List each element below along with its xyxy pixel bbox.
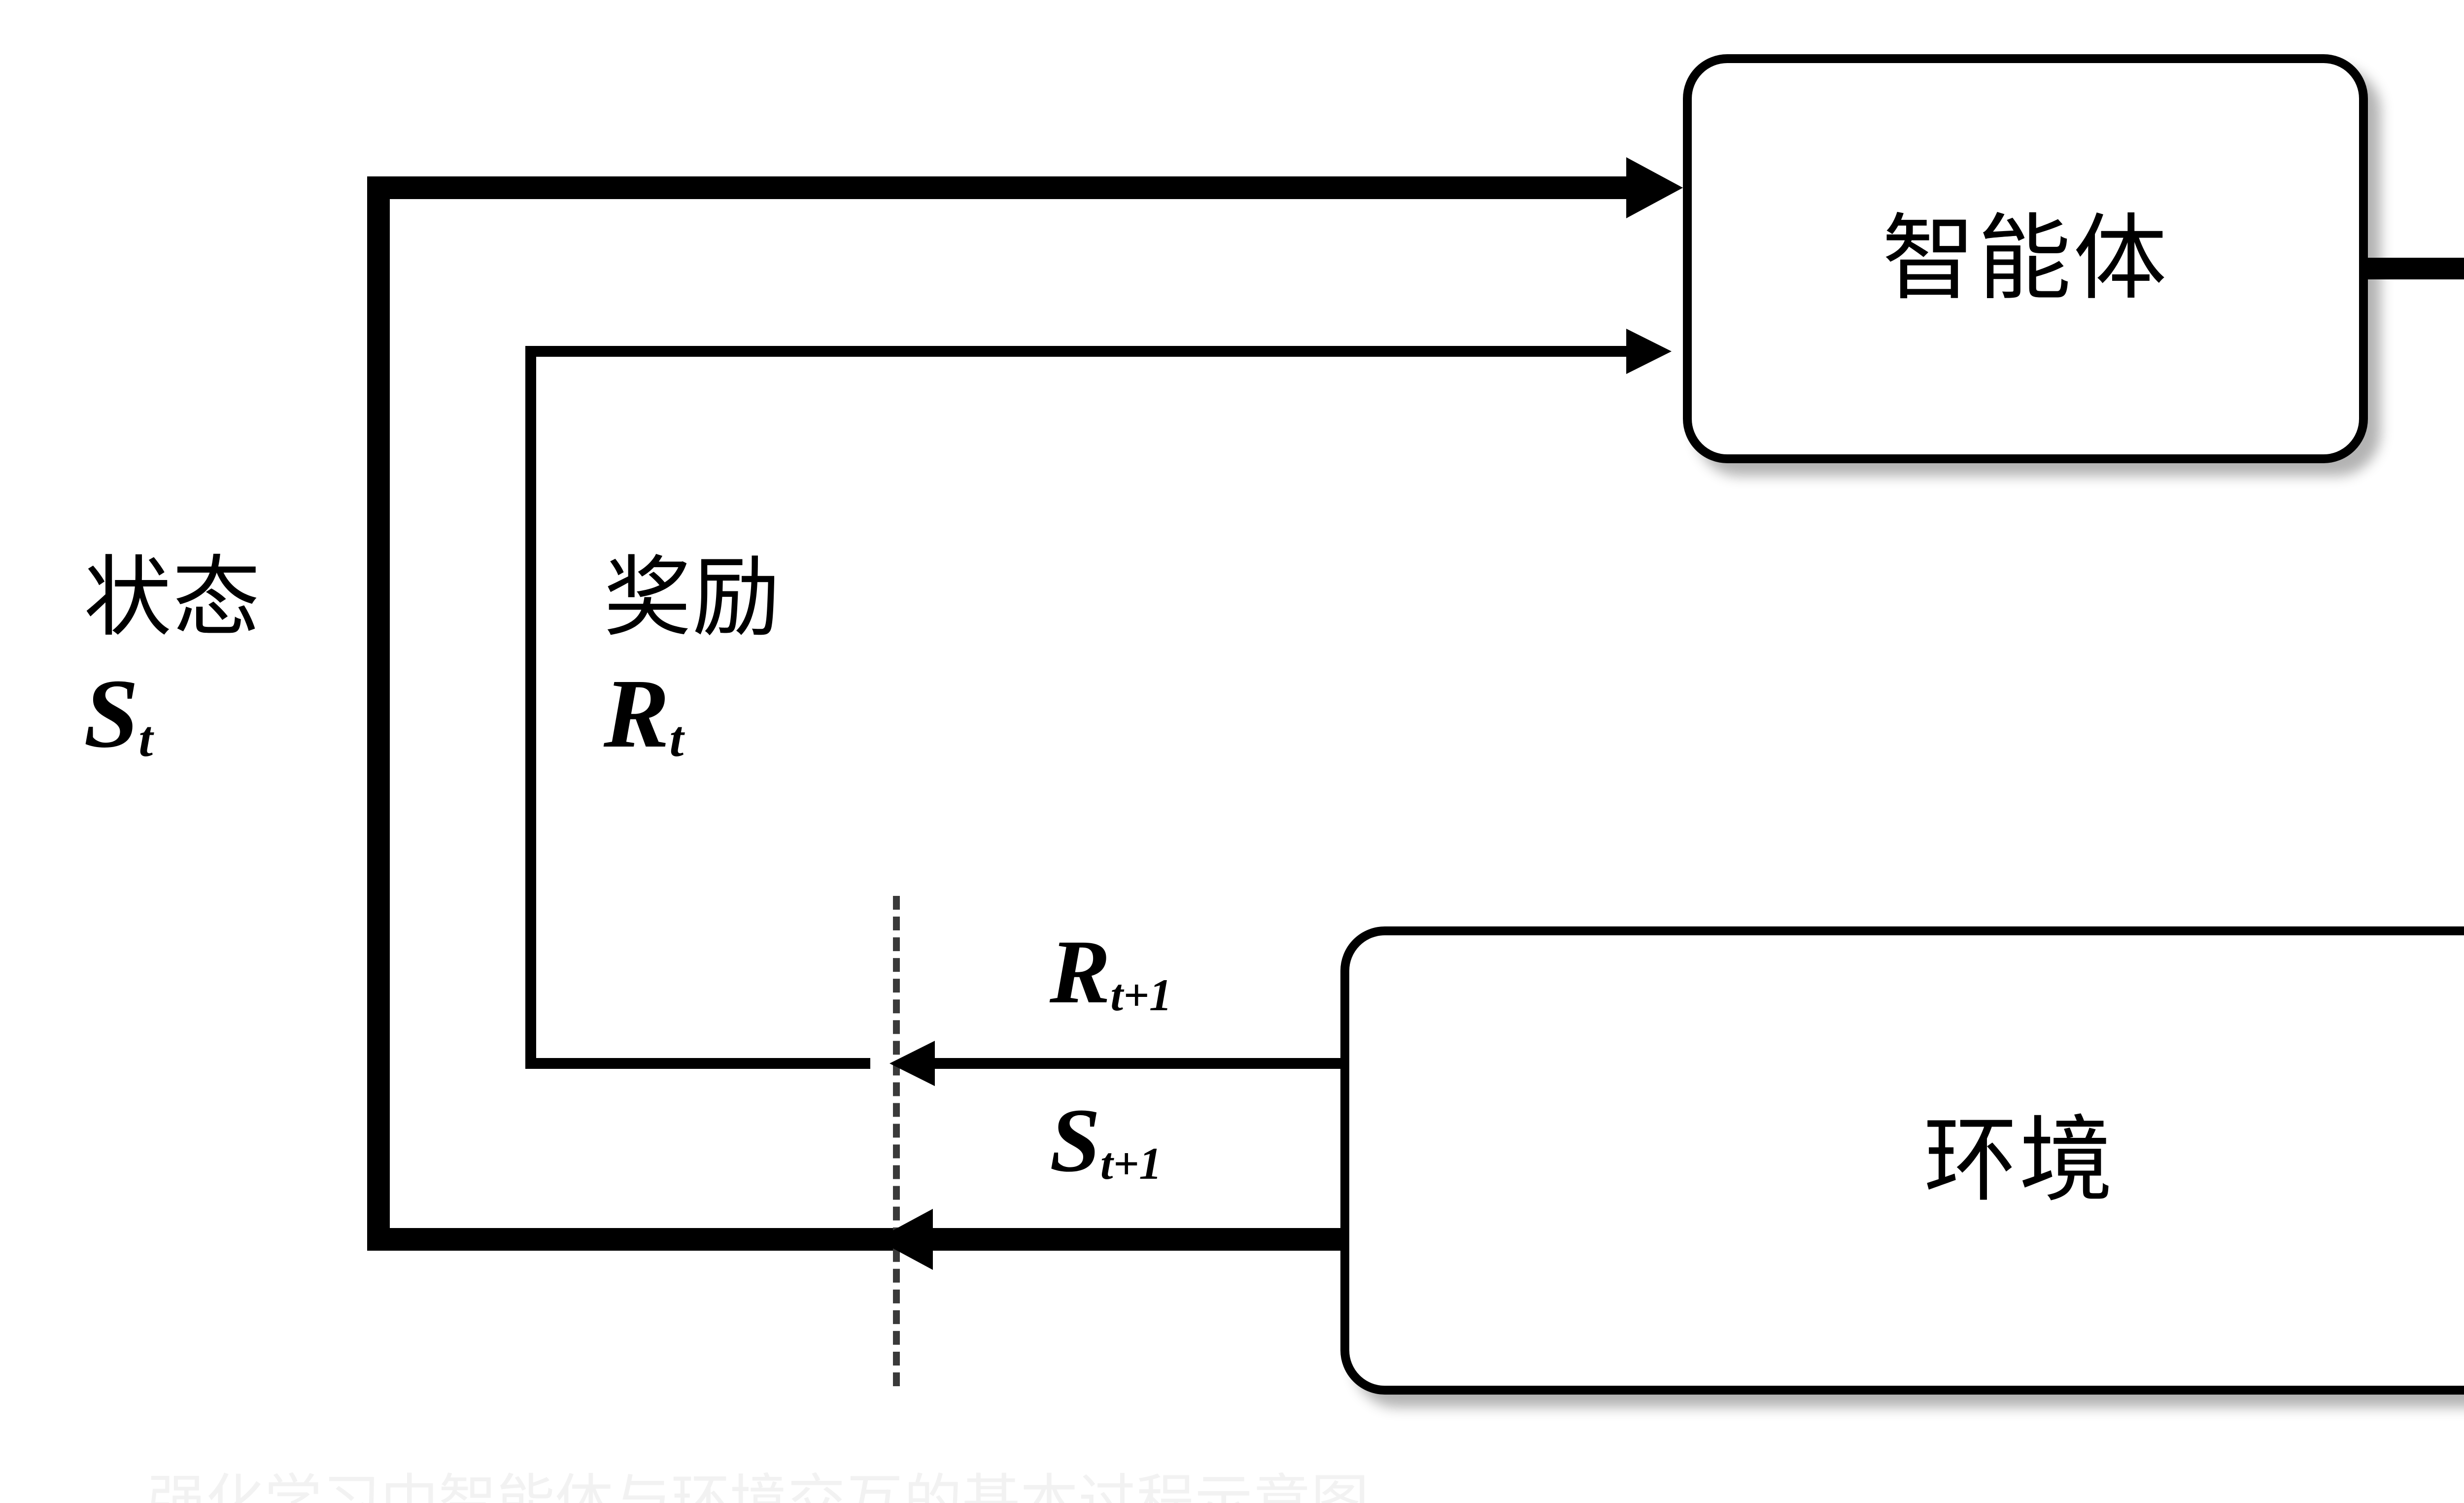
state-next-arrowhead-icon — [876, 1209, 933, 1270]
state-next-symbol: S — [1050, 1090, 1100, 1191]
state-label-cn: 状态 — [84, 547, 261, 649]
state-next-subscript: t+1 — [1100, 1138, 1162, 1189]
agent-node[interactable]: 智能体 — [1683, 54, 2368, 463]
reward-edge-top-segment — [525, 346, 1634, 357]
state-label-group: 状态 St — [84, 547, 261, 764]
reward-edge-left-segment — [525, 346, 536, 1069]
state-edge-left-segment — [367, 176, 390, 1251]
action-edge-top-segment — [2356, 258, 2464, 279]
reward-edge-bottom-segment — [525, 1058, 870, 1069]
reward-edge-arrowhead-icon — [1626, 329, 1672, 374]
time-step-boundary-divider — [893, 896, 900, 1386]
state-label-symbol: St — [84, 664, 261, 764]
reward-symbol-subscript: t — [669, 710, 684, 767]
figure-caption-text: 强化学习中智能体与环境交互的基本过程示意图 — [148, 1472, 1676, 1503]
reward-label-group: 奖励 Rt — [604, 547, 781, 764]
reward-next-subscript: t+1 — [1110, 970, 1172, 1021]
state-symbol-letter: S — [84, 659, 139, 768]
figure-caption: 强化学习中智能体与环境交互的基本过程示意图 — [148, 1472, 1676, 1503]
state-edge-top-segment — [367, 176, 1634, 199]
reward-label-cn: 奖励 — [604, 547, 781, 649]
reward-next-arrowhead-icon — [890, 1041, 935, 1086]
reward-symbol-letter: R — [604, 659, 670, 768]
reward-label-symbol: Rt — [604, 664, 781, 764]
state-edge-arrowhead-icon — [1626, 157, 1683, 218]
environment-node-label: 环境 — [1923, 1106, 2115, 1215]
agent-node-label: 智能体 — [1882, 204, 2169, 313]
reward-next-symbol: R — [1050, 922, 1111, 1023]
environment-node[interactable]: 环境 — [1340, 926, 2464, 1395]
reward-next-label: Rt+1 — [1050, 926, 1172, 1018]
state-symbol-subscript: t — [138, 710, 153, 767]
state-next-label: St+1 — [1050, 1095, 1162, 1189]
state-next-edge-segment — [931, 1228, 1340, 1251]
reward-next-edge-segment — [931, 1058, 1340, 1069]
